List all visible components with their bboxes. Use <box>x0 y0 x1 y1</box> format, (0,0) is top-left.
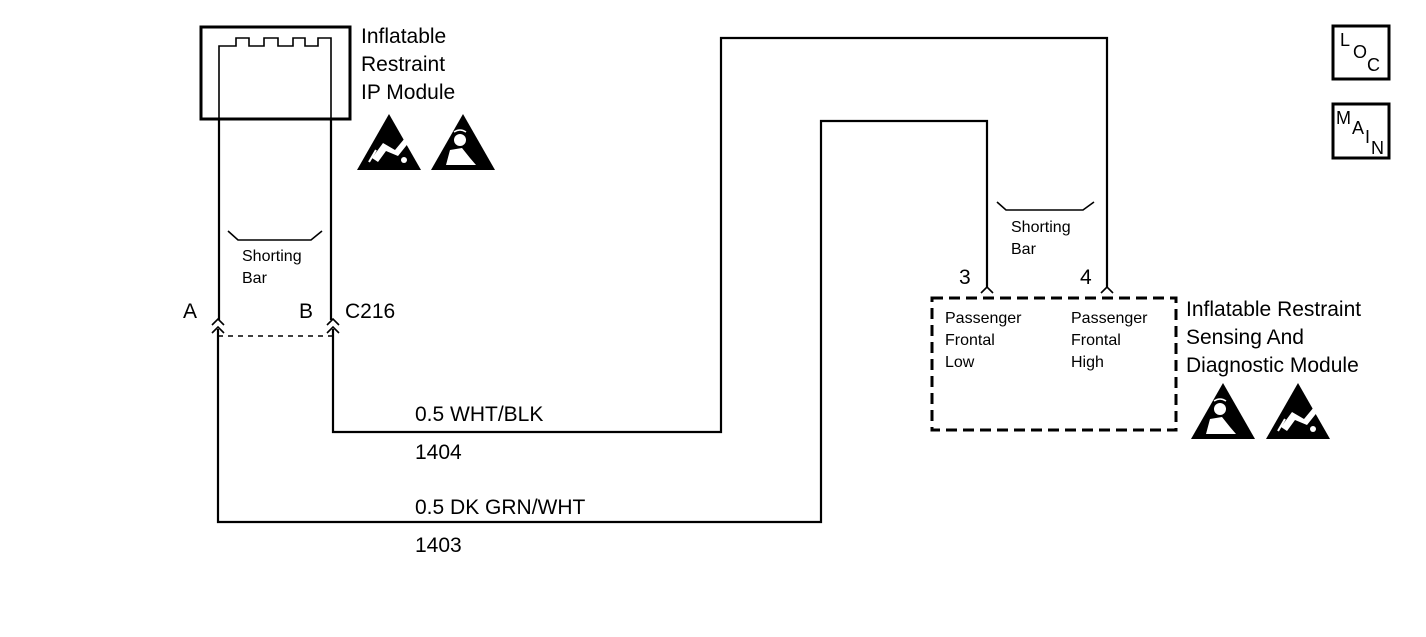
esd-sensitive-icon <box>357 114 421 170</box>
c216-connector-name: C216 <box>345 300 395 323</box>
wire-1403-circuit: 1403 <box>415 534 462 557</box>
loc-letter-o: O <box>1353 42 1367 62</box>
sdm-module-outline <box>930 296 1178 432</box>
loc-letter-l: L <box>1340 30 1350 50</box>
ip-module-body <box>199 25 352 121</box>
c216-pin-a-label: A <box>183 300 197 323</box>
sdm-module: 3 4 Passenger Frontal Low Passenger Fron… <box>930 266 1361 439</box>
loc-button[interactable]: L O C <box>1331 24 1391 81</box>
ip-module: Inflatable Restraint IP Module <box>199 25 495 170</box>
sdm-pin-4-terminal <box>1100 285 1114 294</box>
c216-pin-b-terminal <box>326 317 340 326</box>
main-letter-m: M <box>1336 108 1351 128</box>
ip-shorting-bar-line <box>227 230 323 241</box>
ip-module-title-line3: IP Module <box>361 81 455 104</box>
sdm-shorting-bar-line <box>996 201 1095 211</box>
main-letter-n: N <box>1371 138 1384 158</box>
sdm-pin-3-terminal <box>980 285 994 294</box>
wire-circuit-1403 <box>216 119 989 524</box>
main-letter-a: A <box>1352 118 1364 138</box>
ip-shorting-bar-label-line2: Bar <box>242 270 268 287</box>
sdm-pin-3-label-line2: Frontal <box>945 332 995 349</box>
loc-button-frame[interactable] <box>1331 24 1391 81</box>
main-letter-i: I <box>1365 127 1370 147</box>
sdm-pin-4-number: 4 <box>1080 266 1092 289</box>
sdm-pin-3-number: 3 <box>959 266 971 289</box>
c216-pin-b-terminal-inner <box>326 325 340 334</box>
sdm-pin-4-label-line2: Frontal <box>1071 332 1121 349</box>
wire-1404-circuit: 1404 <box>415 441 462 464</box>
loc-letter-c: C <box>1367 55 1380 75</box>
sdm-shorting-bar-label-line1: Shorting <box>1011 219 1071 236</box>
ip-shorting-bar-label-line1: Shorting <box>242 248 302 265</box>
sdm-pin-4-label-line1: Passenger <box>1071 310 1148 327</box>
sdm-pin-4-label-line3: High <box>1071 354 1104 371</box>
c216-pin-b-label: B <box>299 300 313 323</box>
sdm-title-line2: Sensing And <box>1186 326 1304 349</box>
wire-1404-spec: 0.5 WHT/BLK <box>415 403 543 426</box>
ip-module-connector-shape <box>218 37 332 118</box>
esd-sensitive-icon <box>1266 383 1330 439</box>
main-button[interactable]: M A I N <box>1331 102 1391 160</box>
ip-shorting-bar: Shorting Bar <box>227 230 323 287</box>
sdm-pin-3-label-line3: Low <box>945 354 975 371</box>
ip-module-title-line2: Restraint <box>361 53 445 76</box>
wire-1403-spec: 0.5 DK GRN/WHT <box>415 496 586 519</box>
wire-circuit-1404 <box>331 36 1109 434</box>
ip-module-title-line1: Inflatable <box>361 25 446 48</box>
sdm-title-line1: Inflatable Restraint <box>1186 298 1361 321</box>
c216-pin-a-terminal-inner <box>211 325 225 334</box>
airbag-warning-icon <box>1191 383 1255 439</box>
sdm-pin-3-label-line1: Passenger <box>945 310 1022 327</box>
main-button-frame[interactable] <box>1331 102 1391 160</box>
sdm-title-line3: Diagnostic Module <box>1186 354 1359 377</box>
connector-c216: A B C216 <box>183 300 395 337</box>
airbag-warning-icon <box>431 114 495 170</box>
sdm-shorting-bar-label-line2: Bar <box>1011 241 1037 258</box>
sdm-shorting-bar: Shorting Bar <box>996 201 1095 258</box>
